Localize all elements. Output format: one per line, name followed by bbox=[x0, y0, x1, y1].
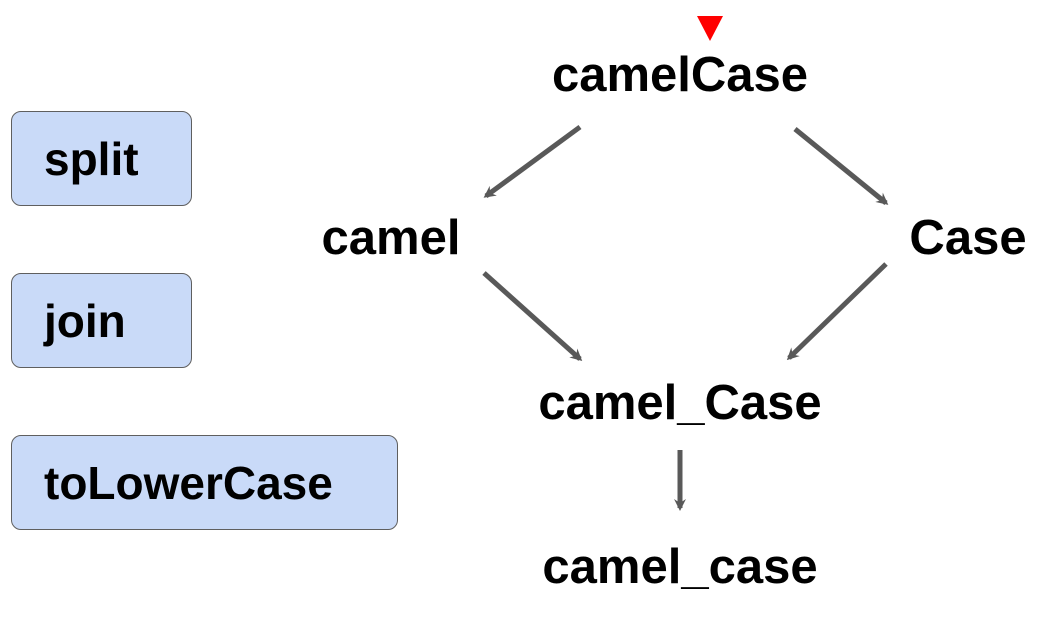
cursor-marker-icon bbox=[697, 16, 723, 41]
arrow-root-to-right bbox=[793, 127, 889, 205]
arrow-left-to-joined bbox=[482, 271, 583, 362]
arrow-right-to-joined bbox=[786, 262, 888, 361]
to-lower-case-button[interactable]: toLowerCase bbox=[11, 435, 398, 530]
node-case: Case bbox=[909, 211, 1027, 265]
join-button[interactable]: join bbox=[11, 273, 192, 368]
arrow-root-to-left bbox=[483, 124, 582, 199]
node-camelcase: camelCase bbox=[551, 48, 809, 102]
node-camel-underscore-case: camel_Case bbox=[538, 376, 822, 430]
node-camel: camel bbox=[321, 211, 461, 265]
node-camel-underscore-lowercase: camel_case bbox=[542, 540, 818, 594]
split-button[interactable]: split bbox=[11, 111, 192, 206]
